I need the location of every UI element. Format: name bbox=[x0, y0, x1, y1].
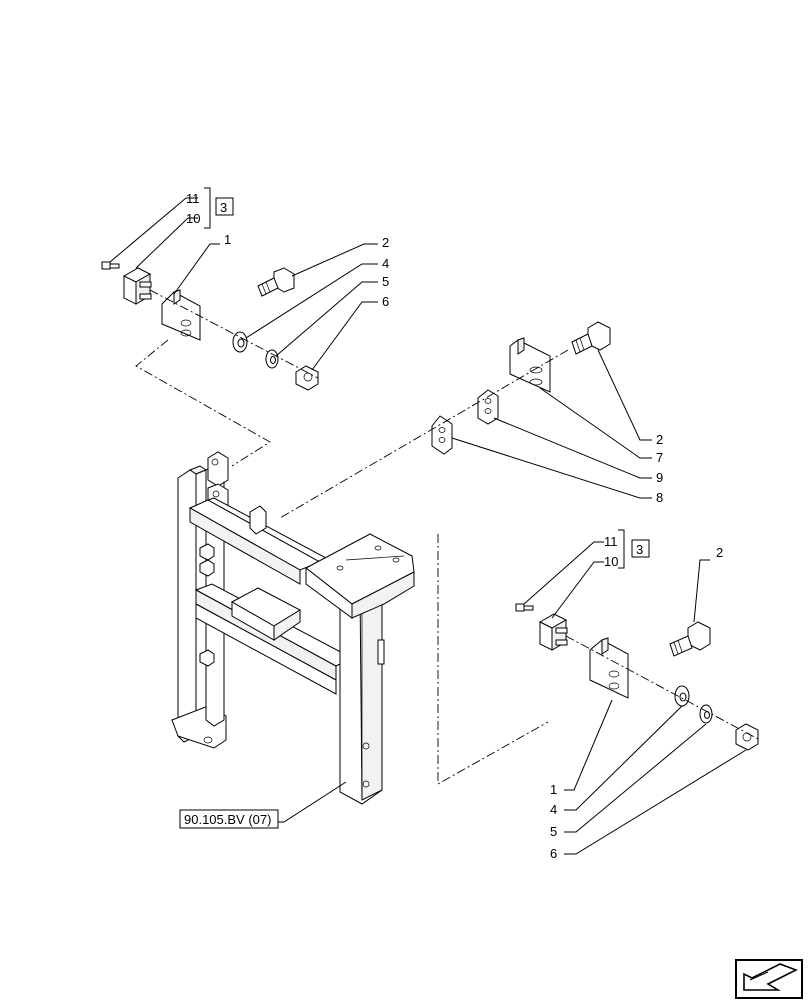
callout-mr-9[interactable]: 9 bbox=[656, 470, 663, 485]
nut-part-6-lower[interactable] bbox=[735, 723, 759, 751]
washer-part-4-lower[interactable] bbox=[674, 685, 690, 707]
bottom-right-assembly bbox=[515, 603, 761, 751]
clamp-block-part-10-lower[interactable] bbox=[538, 613, 568, 651]
bolt-part-2[interactable] bbox=[257, 267, 295, 297]
washer-part-4[interactable] bbox=[232, 331, 248, 353]
shim-part-8[interactable] bbox=[431, 415, 453, 455]
callout-tl-10[interactable]: 10 bbox=[186, 211, 200, 226]
callout-tl-4[interactable]: 4 bbox=[382, 256, 389, 271]
callout-tl-6[interactable]: 6 bbox=[382, 294, 389, 309]
bracket-plate-part-1[interactable] bbox=[161, 289, 201, 341]
callout-labels: 11 10 3 1 2 4 5 6 2 7 9 8 11 10 3 2 1 4 … bbox=[186, 191, 723, 861]
top-left-assembly bbox=[101, 261, 319, 467]
callout-br-2[interactable]: 2 bbox=[716, 545, 723, 560]
callout-mr-7[interactable]: 7 bbox=[656, 450, 663, 465]
screw-part-11[interactable] bbox=[101, 261, 120, 270]
callout-mr-8[interactable]: 8 bbox=[656, 490, 663, 505]
ref-box-tl-label: 3 bbox=[220, 200, 227, 215]
callout-tl-1[interactable]: 1 bbox=[224, 232, 231, 247]
callout-br-11[interactable]: 11 bbox=[604, 534, 618, 549]
bolt-part-2-middle[interactable] bbox=[571, 321, 611, 355]
ref-box-tl[interactable] bbox=[215, 197, 234, 216]
screw-part-11-lower[interactable] bbox=[515, 603, 534, 612]
shim-part-9[interactable] bbox=[477, 389, 499, 425]
main-frame[interactable] bbox=[171, 451, 415, 805]
clamp-block-part-10[interactable] bbox=[122, 267, 152, 305]
callout-tl-2[interactable]: 2 bbox=[382, 235, 389, 250]
callout-br-1[interactable]: 1 bbox=[550, 782, 557, 797]
bolt-part-2-lower[interactable] bbox=[669, 621, 711, 657]
next-page-arrow-icon[interactable] bbox=[735, 959, 803, 999]
lock-washer-part-5[interactable] bbox=[265, 349, 279, 369]
reference-label-text: 90.105.BV (07) bbox=[184, 812, 271, 827]
lock-washer-part-5-lower[interactable] bbox=[699, 704, 713, 724]
callout-tl-11[interactable]: 11 bbox=[186, 191, 200, 206]
reference-label[interactable]: 90.105.BV (07) bbox=[179, 809, 279, 829]
middle-right-assembly bbox=[279, 321, 611, 519]
callout-br-6[interactable]: 6 bbox=[550, 846, 557, 861]
ref-box-br-label: 3 bbox=[636, 542, 643, 557]
callout-br-4[interactable]: 4 bbox=[550, 802, 557, 817]
nut-part-6[interactable] bbox=[295, 365, 319, 391]
ref-box-br[interactable] bbox=[631, 539, 650, 558]
leader-lines bbox=[109, 197, 747, 855]
callout-br-5[interactable]: 5 bbox=[550, 824, 557, 839]
callout-br-10[interactable]: 10 bbox=[604, 554, 618, 569]
callout-mr-2[interactable]: 2 bbox=[656, 432, 663, 447]
callout-tl-5[interactable]: 5 bbox=[382, 274, 389, 289]
angle-bracket-part-7[interactable] bbox=[509, 337, 551, 393]
bracket-plate-part-1-lower[interactable] bbox=[589, 637, 629, 699]
